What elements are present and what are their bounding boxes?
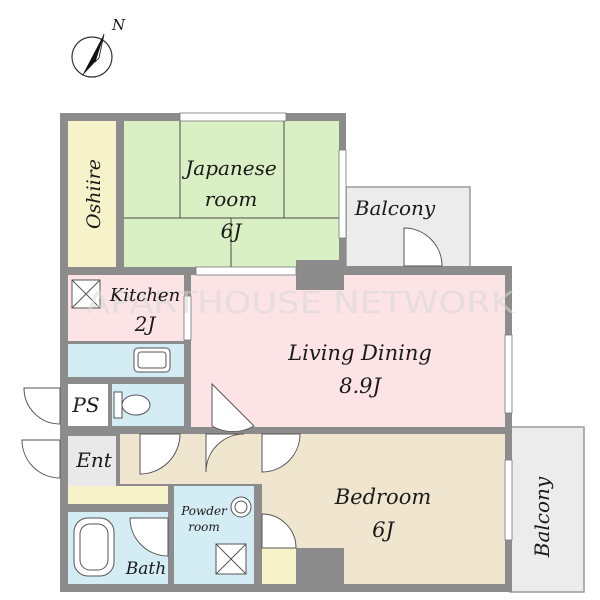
entrance-label: Ent xyxy=(75,448,112,472)
living-dining-name: Living Dining xyxy=(287,341,432,365)
bedroom-size: 6J xyxy=(372,518,395,542)
entrance-floor xyxy=(68,436,116,486)
living-door-icon xyxy=(211,382,255,433)
bedroom-door-icon xyxy=(261,433,301,473)
toilet-door-icon xyxy=(139,433,181,475)
ps-floor xyxy=(68,384,108,426)
living-dining-floor xyxy=(191,275,505,427)
kitchen-name: Kitchen xyxy=(109,285,180,306)
hall-door-icon xyxy=(205,433,245,473)
bath-door-icon xyxy=(129,517,169,557)
balcony-top-label: Balcony xyxy=(354,196,436,220)
windows xyxy=(179,112,513,541)
balcony-right-label: Balcony xyxy=(530,476,554,558)
living-dining-size: 8.9J xyxy=(339,374,382,398)
toilet-bowl-icon xyxy=(121,394,151,416)
kitchen-size: 2J xyxy=(134,312,157,336)
door-swings xyxy=(21,227,443,557)
genkan-step xyxy=(68,486,168,504)
oshiire-floor xyxy=(68,121,116,267)
column-block xyxy=(296,260,344,290)
fixtures xyxy=(71,279,252,577)
ps-label: PS xyxy=(71,393,99,417)
entry-door-icon xyxy=(21,439,61,479)
closet-floor xyxy=(262,548,296,584)
balcony-door-icon xyxy=(403,227,443,267)
kitchen-sink-icon xyxy=(133,347,171,373)
compass-needle-light-icon xyxy=(94,33,105,63)
japanese-room-name: Japanese xyxy=(181,156,276,180)
compass: N xyxy=(71,16,126,78)
bath-label: Bath xyxy=(125,559,166,579)
ps-door-icon xyxy=(23,387,61,425)
tatami-lines xyxy=(124,121,339,267)
compass-needle-icon xyxy=(82,34,104,76)
wash-basin-icon xyxy=(230,496,252,518)
toilet-tank-icon xyxy=(113,391,123,419)
japanese-room-size: 6J xyxy=(221,219,243,243)
powder-room-name: Powder xyxy=(180,504,228,518)
watermark: APARTHOUSE NETWORK xyxy=(86,286,516,321)
bedroom-name: Bedroom xyxy=(334,485,432,509)
closet-door-icon xyxy=(261,513,297,549)
oshiire-label: Oshiire xyxy=(83,159,105,229)
bathtub-icon xyxy=(73,517,115,577)
compass-letter: N xyxy=(111,16,126,34)
bedroom-column xyxy=(296,548,344,592)
powder-room-word: room xyxy=(188,520,220,534)
japanese-room-word: room xyxy=(205,187,258,211)
